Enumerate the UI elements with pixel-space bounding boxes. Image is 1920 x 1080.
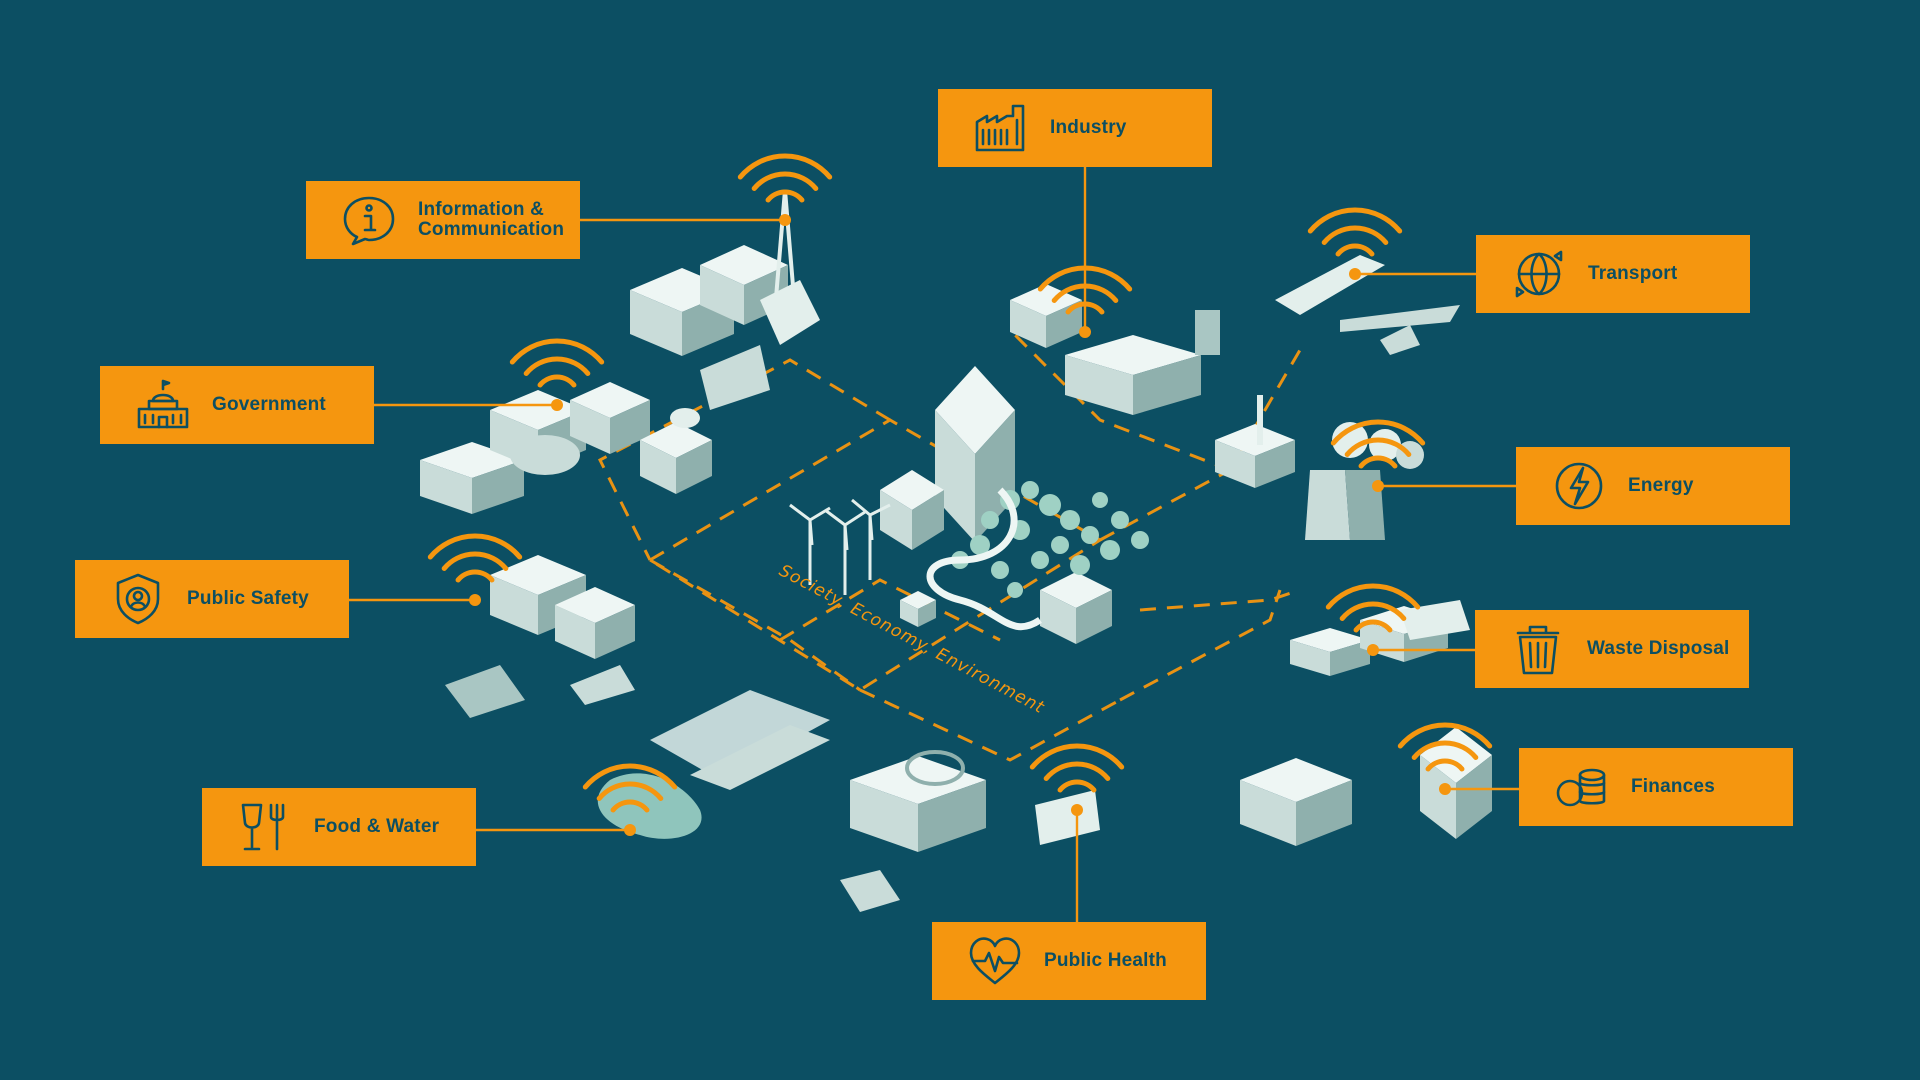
signal-arc — [1325, 583, 1421, 610]
wifi-signal-transport — [1307, 207, 1403, 280]
signal-arc — [1051, 283, 1119, 304]
signal-arc — [1029, 743, 1125, 770]
signal-arc — [737, 153, 833, 180]
signal-arc — [582, 763, 678, 790]
signal-arc — [1043, 761, 1111, 782]
capitol-building-icon — [128, 376, 198, 434]
signal-arc — [1330, 419, 1426, 446]
signal-dot — [1367, 644, 1379, 656]
signal-arc — [751, 171, 819, 192]
factory-icon — [966, 99, 1036, 157]
signal-arc — [1037, 265, 1133, 292]
info-buildings — [630, 189, 820, 410]
label-text: Finances — [1631, 776, 1715, 797]
signal-arc — [523, 356, 591, 377]
signal-arc — [1344, 437, 1412, 458]
wifi-signals — [427, 153, 1493, 836]
label-information-communication[interactable]: Information & Communication — [306, 181, 580, 259]
signal-arc — [441, 551, 509, 572]
transport-vehicles — [1275, 255, 1460, 355]
signal-dot — [1372, 480, 1384, 492]
label-text: Energy — [1628, 475, 1694, 496]
trash-can-icon — [1503, 620, 1573, 678]
signal-arc — [1057, 779, 1097, 793]
signal-arc — [1425, 758, 1465, 772]
signal-arc — [1065, 301, 1105, 315]
globe-arrows-icon — [1504, 245, 1574, 303]
label-text: Food & Water — [314, 816, 440, 837]
label-text: Transport — [1588, 263, 1678, 284]
shield-person-icon — [103, 570, 173, 628]
label-text: Government — [212, 394, 326, 415]
hub-buildings — [880, 366, 1112, 644]
signal-arc — [1335, 243, 1375, 257]
label-text: Industry — [1050, 117, 1127, 138]
label-public-health[interactable]: Public Health — [932, 922, 1206, 1000]
signal-arc — [610, 799, 650, 813]
label-food-water[interactable]: Food & Water — [202, 788, 476, 866]
wifi-signal-safety — [427, 533, 523, 606]
government-buildings — [420, 382, 712, 514]
signal-arc — [1321, 225, 1389, 246]
signal-arc — [1397, 722, 1493, 749]
signal-arc — [509, 338, 605, 365]
waste-buildings — [1290, 600, 1470, 676]
hub-label: Society, Economy, Environment — [776, 561, 1048, 719]
signal-dot — [551, 399, 563, 411]
label-text: Information & Communication — [418, 199, 565, 240]
label-energy[interactable]: Energy — [1516, 447, 1790, 525]
label-public-safety[interactable]: Public Safety — [75, 560, 349, 638]
wifi-signal-food — [582, 763, 678, 836]
signal-arc — [427, 533, 523, 560]
signal-dot — [624, 824, 636, 836]
wifi-signal-waste — [1325, 583, 1421, 656]
wind-turbines — [789, 498, 891, 595]
wifi-signal-finances — [1397, 722, 1493, 795]
signal-arc — [1339, 601, 1407, 622]
health-buildings — [840, 750, 1100, 912]
signal-arc — [455, 569, 495, 583]
signal-dot — [469, 594, 481, 606]
label-finances[interactable]: Finances — [1519, 748, 1793, 826]
heart-pulse-icon — [960, 932, 1030, 990]
label-text: Public Health — [1044, 950, 1167, 971]
signal-dot — [1079, 326, 1091, 338]
signal-arc — [537, 374, 577, 388]
label-text: Public Safety — [187, 588, 309, 609]
wifi-signal-industry — [1037, 265, 1133, 338]
signal-arc — [1411, 740, 1479, 761]
info-speech-bubble-icon — [334, 191, 404, 249]
label-government[interactable]: Government — [100, 366, 374, 444]
signal-dot — [1349, 268, 1361, 280]
signal-dot — [779, 214, 791, 226]
wifi-signal-energy — [1330, 419, 1426, 492]
safety-buildings — [445, 555, 635, 718]
label-waste-disposal[interactable]: Waste Disposal — [1475, 610, 1749, 688]
label-industry[interactable]: Industry — [938, 89, 1212, 167]
wifi-signal-info — [737, 153, 833, 226]
signal-arc — [1307, 207, 1403, 234]
signal-arc — [1353, 619, 1393, 633]
wifi-signal-government — [509, 338, 605, 411]
lightning-bolt-icon — [1544, 457, 1614, 515]
winding-path — [926, 487, 1042, 631]
signal-arc — [765, 189, 805, 203]
signal-dot — [1071, 804, 1083, 816]
wifi-signal-health — [1029, 743, 1125, 816]
connector-lines — [348, 167, 1519, 922]
farm-field — [650, 690, 830, 790]
lake — [597, 773, 702, 839]
glass-fork-icon — [230, 798, 300, 856]
signal-dot — [1439, 783, 1451, 795]
label-text: Waste Disposal — [1587, 638, 1730, 659]
label-transport[interactable]: Transport — [1476, 235, 1750, 313]
industry-buildings — [1010, 284, 1220, 415]
signal-arc — [596, 781, 664, 802]
signal-arc — [1358, 455, 1398, 469]
energy-buildings — [1215, 395, 1424, 540]
coin-stack-icon — [1547, 758, 1617, 816]
district-outlines — [598, 328, 1302, 762]
